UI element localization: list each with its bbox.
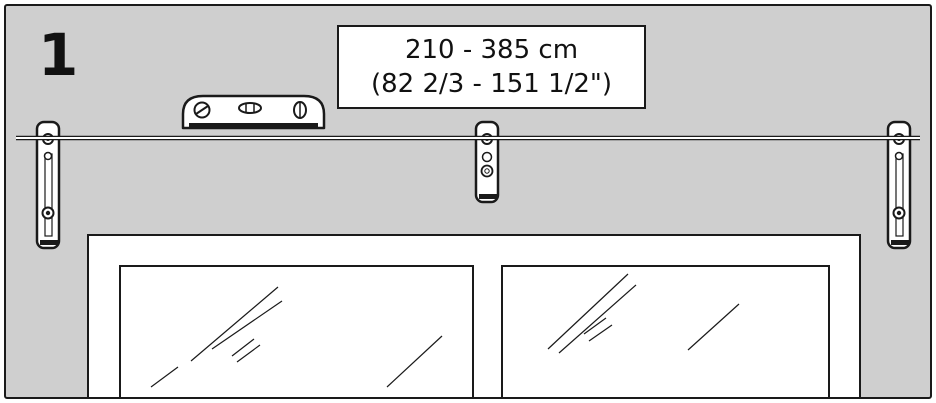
instruction-panel: 1 210 - 385 cm (82 2/3 - 151 1/2") — [4, 4, 932, 399]
bracket-right — [886, 120, 912, 250]
glass-reflection-left — [150, 286, 443, 388]
illustration — [16, 94, 920, 397]
step-number: 1 — [38, 21, 79, 89]
window-pane-right — [501, 265, 830, 397]
spirit-level-icon — [181, 94, 326, 130]
bracket-left — [35, 120, 61, 250]
measurement-box: 210 - 385 cm (82 2/3 - 151 1/2") — [337, 25, 646, 109]
window — [87, 234, 861, 397]
glass-reflection-right — [547, 273, 740, 354]
measurement-imperial: (82 2/3 - 151 1/2") — [370, 69, 613, 99]
bracket-center — [474, 120, 500, 204]
window-pane-left — [119, 265, 474, 397]
measurement-metric: 210 - 385 cm — [404, 35, 579, 65]
